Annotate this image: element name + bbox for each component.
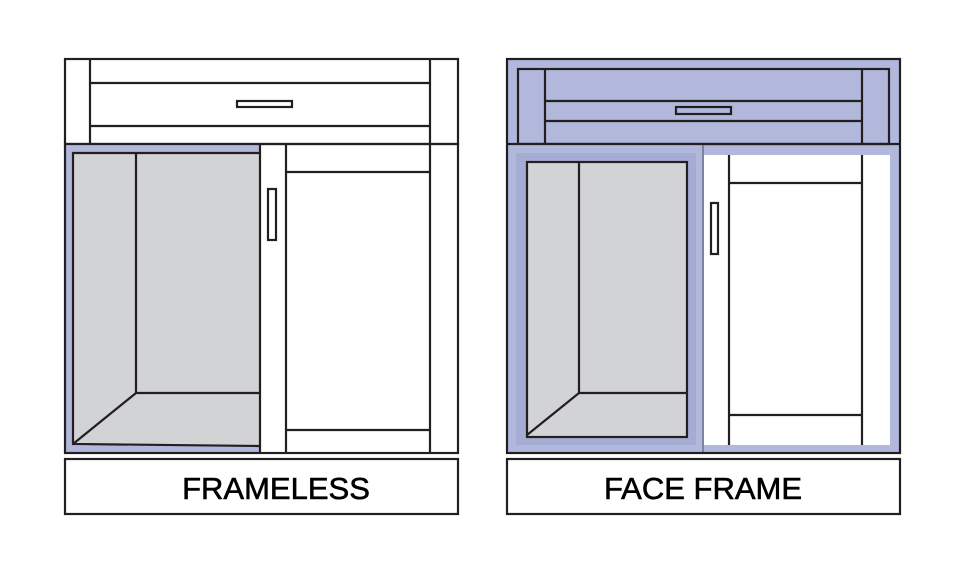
- drawer-handle: [235, 99, 294, 109]
- drawer-handle: [674, 105, 733, 116]
- frameless-label-box: [63, 457, 460, 516]
- face-frame-label-box: [505, 457, 902, 516]
- door-handle: [709, 201, 720, 256]
- face-frame-open-box: [507, 144, 703, 453]
- face-frame-label: FACE FRAME: [604, 471, 802, 506]
- face-frame-cabinet: FACE FRAME: [505, 57, 902, 516]
- door-handle: [266, 187, 278, 242]
- frameless-label: FRAMELESS: [182, 471, 370, 506]
- frameless-door: [258, 144, 432, 453]
- frameless-open-box: [65, 144, 260, 453]
- face-frame-door: [702, 144, 890, 453]
- frameless-cabinet: FRAMELESS: [63, 57, 460, 516]
